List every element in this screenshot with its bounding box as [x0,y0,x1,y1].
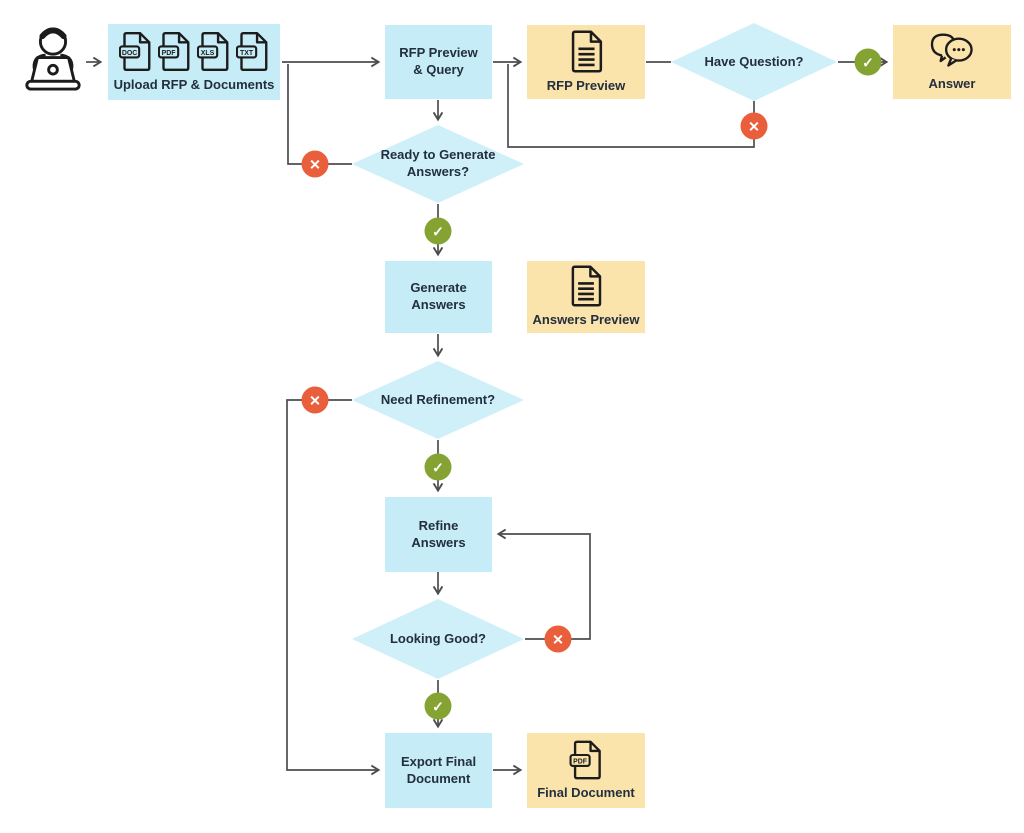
node-label: Looking Good? [389,630,487,646]
node-label: Need Refinement? [380,391,496,407]
no-cross-icon: ✕ [740,112,768,140]
node-label: Have Question? [704,53,804,69]
svg-text:PDF: PDF [573,758,587,765]
node-label: Ready to Generate Answers? [380,147,496,179]
node-refine-answers: Refine Answers [385,497,492,572]
yes-check-icon: ✓ [424,453,452,481]
svg-text:DOC: DOC [122,50,137,57]
artifact-answer: Answer [893,25,1011,99]
node-label: Generate Answers [410,280,467,312]
svg-text:XLS: XLS [201,50,215,57]
svg-text:PDF: PDF [162,50,176,57]
node-generate-answers: Generate Answers [385,261,492,333]
edge-ready-no-loop [287,64,352,165]
document-icon [571,265,602,307]
node-label: Refine Answers [411,517,466,550]
person-at-laptop-icon [22,25,84,100]
no-cross-icon: ✕ [544,625,572,653]
artifact-answers-preview: Answers Preview [527,261,645,333]
pdf-file-icon: PDF [158,31,190,71]
no-cross-icon: ✕ [301,386,329,414]
yes-check-icon: ✓ [424,692,452,720]
node-upload-rfp-documents: DOC PDF XLS [108,24,280,100]
node-label: Answer [928,76,976,92]
node-label: Answers Preview [532,312,640,328]
file-icons-row: DOC PDF XLS [119,31,269,72]
xls-file-icon: XLS [197,31,229,71]
node-label: RFP Preview [546,77,626,93]
document-icon [571,30,602,73]
txt-file-icon: TXT [236,31,268,71]
node-rfp-preview-query: RFP Preview & Query [385,25,492,99]
node-label: Export Final Document [400,753,477,786]
yes-check-icon: ✓ [854,48,882,76]
no-cross-icon: ✕ [301,150,329,178]
node-label: Final Document [537,784,635,800]
yes-check-icon: ✓ [424,217,452,245]
doc-file-icon: DOC [119,31,151,71]
edge-need-refinement-no-loop [286,399,381,776]
svg-text:TXT: TXT [240,50,254,57]
artifact-final-document: PDF Final Document [527,733,645,808]
node-label: Upload RFP & Documents [113,76,275,92]
node-export-final-document: Export Final Document [385,733,492,808]
node-label: RFP Preview & Query [399,45,478,77]
pdf-file-icon: PDF [569,740,601,779]
chat-bubbles-icon [930,33,973,67]
edge-looking-good-no-loop [496,528,591,640]
artifact-rfp-preview: RFP Preview [527,25,645,99]
